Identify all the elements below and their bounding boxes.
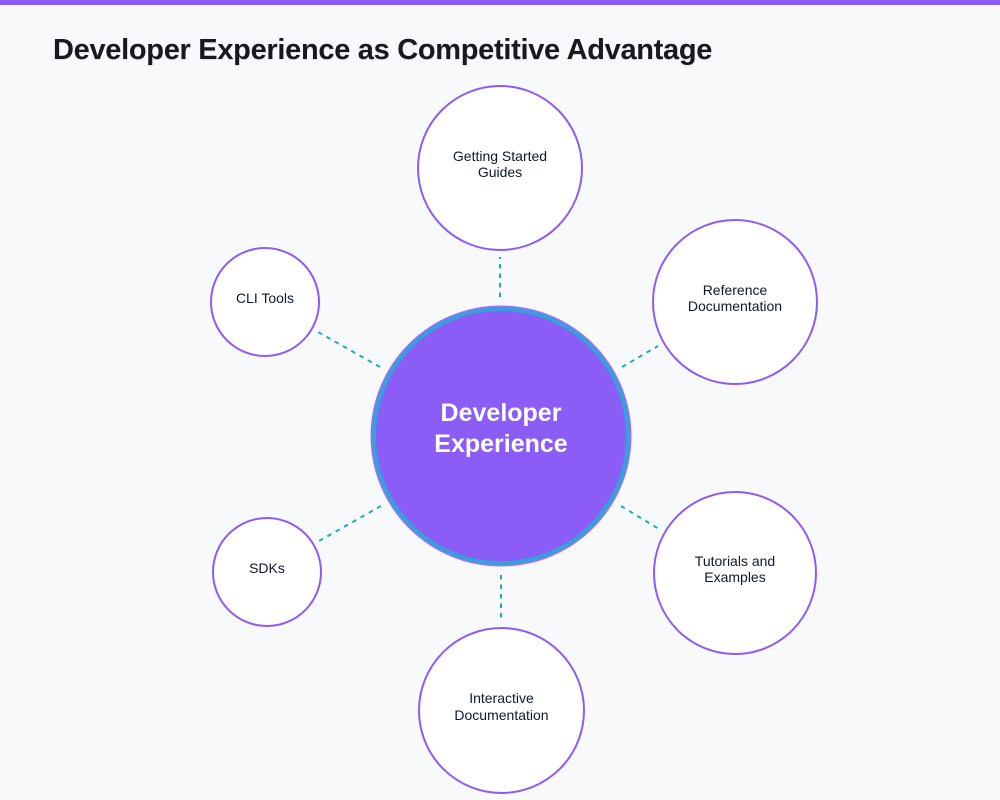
connector-central-to-sdks: [318, 505, 382, 542]
connector-central-to-reference-documentation: [621, 345, 659, 368]
node-interactive-documentation: Interactive Documentation: [418, 627, 585, 794]
connector-central-to-tutorials: [620, 505, 660, 530]
node-label-reference-documentation: Reference Documentation: [687, 281, 783, 315]
node-label-developer-experience: Developer Experience: [434, 399, 568, 458]
node-label-cli-tools: CLI Tools: [235, 289, 295, 306]
node-developer-experience: Developer Experience: [372, 307, 630, 565]
node-getting-started-guides: Getting Started Guides: [417, 85, 583, 251]
node-label-sdks: SDKs: [249, 559, 285, 576]
node-tutorials-and-examples: Tutorials and Examples: [653, 491, 817, 655]
node-reference-documentation: Reference Documentation: [652, 219, 818, 385]
node-sdks: SDKs: [212, 517, 322, 627]
node-cli-tools: CLI Tools: [210, 247, 320, 357]
node-label-getting-started-guides: Getting Started Guides: [452, 147, 548, 181]
page-title: Developer Experience as Competitive Adva…: [53, 34, 713, 66]
top-accent-bar: [0, 0, 1000, 5]
node-label-tutorials-and-examples: Tutorials and Examples: [694, 552, 776, 586]
node-label-interactive-documentation: Interactive Documentation: [454, 690, 549, 723]
connector-central-to-cli-tools: [317, 331, 381, 368]
